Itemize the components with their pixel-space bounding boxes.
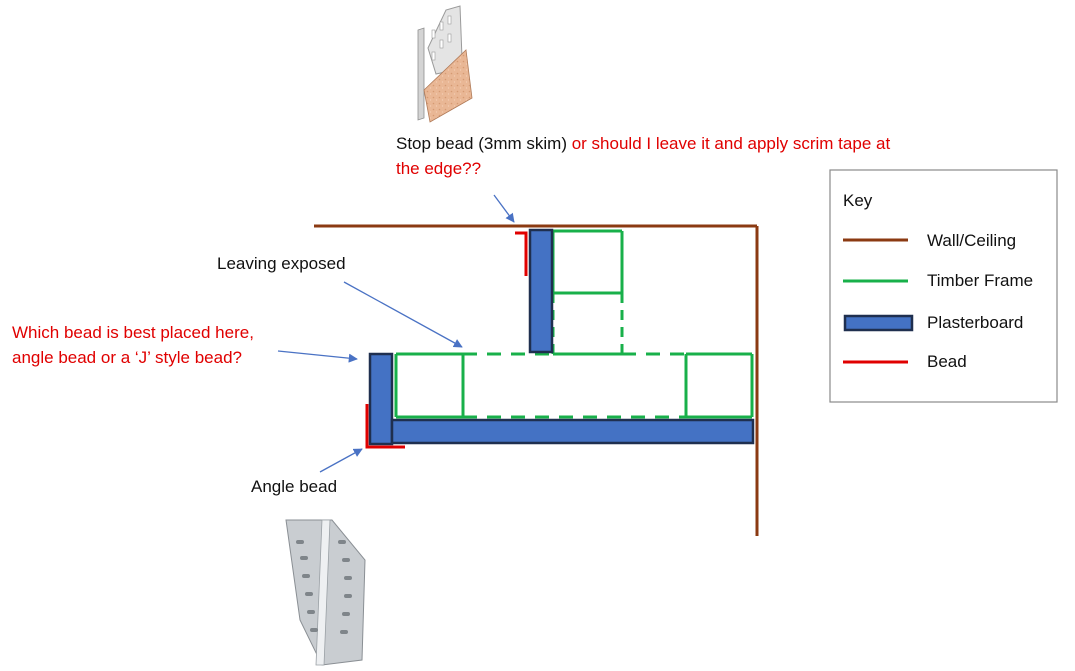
legend-label-timber: Timber Frame: [927, 271, 1033, 290]
legend-label-wall: Wall/Ceiling: [927, 231, 1016, 250]
which-bead-question-line1: Which bead is best placed here,: [12, 323, 254, 342]
wall-ceiling: [314, 224, 759, 536]
arrow-leaving-exposed: [343, 281, 463, 348]
legend-label-plasterboard: Plasterboard: [927, 313, 1023, 332]
angle-bead-mark: [365, 404, 405, 449]
plasterboard-vertical: [528, 228, 554, 354]
plasterboard-bottom: [390, 418, 755, 445]
stop-bead-label: Stop bead (3mm skim) or should I leave i…: [396, 134, 890, 153]
legend: Key Wall/Ceiling Timber Frame Plasterboa…: [829, 169, 1058, 403]
timber-frame: [394, 229, 754, 419]
stop-bead-photo: [417, 5, 473, 123]
angle-bead-photo: [285, 519, 366, 666]
plasterboard: [368, 228, 755, 446]
stop-bead-label-line2: the edge??: [396, 159, 481, 178]
angle-bead-label: Angle bead: [251, 477, 337, 496]
which-bead-question-line2: angle bead or a ‘J’ style bead?: [12, 348, 242, 367]
plasterboard-left-end: [368, 352, 394, 446]
beads: [365, 231, 528, 449]
stop-bead-mark: [515, 231, 528, 276]
legend-label-bead: Bead: [927, 352, 967, 371]
arrow-angle-bead: [319, 448, 363, 473]
legend-title: Key: [843, 191, 873, 210]
leaving-exposed-label: Leaving exposed: [217, 254, 346, 273]
arrow-stop-bead: [493, 194, 515, 223]
stop-bead-label-part2: or should I leave it and apply scrim tap…: [567, 134, 890, 153]
annotation-arrows: [277, 194, 515, 473]
legend-swatch-plasterboard: [843, 314, 914, 332]
stop-bead-label-part1: Stop bead (3mm skim): [396, 134, 567, 153]
arrow-which-bead: [277, 350, 358, 363]
